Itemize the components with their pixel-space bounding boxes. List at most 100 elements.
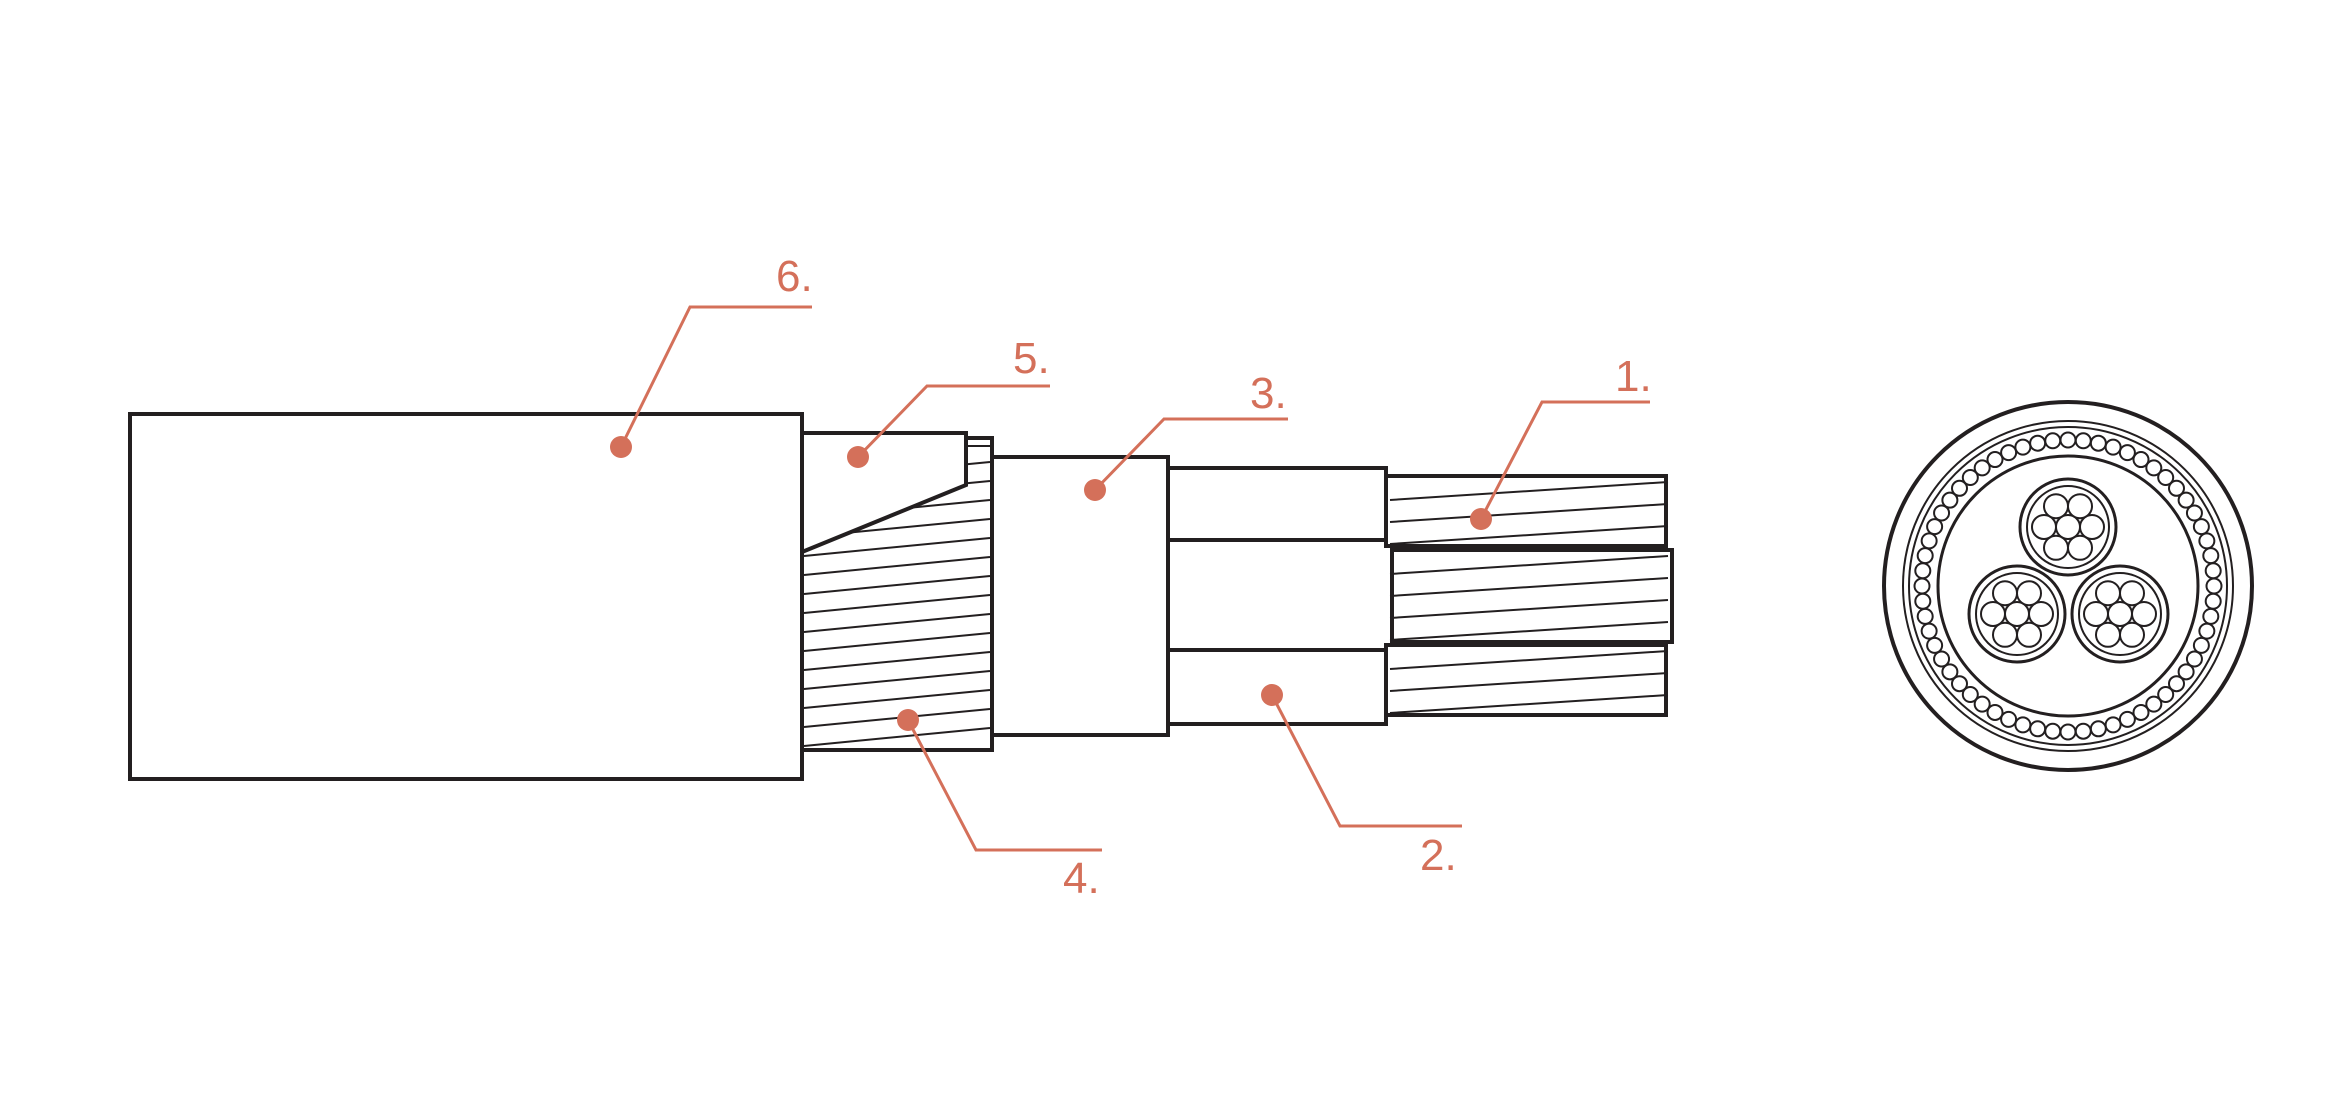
armour-bead bbox=[2132, 451, 2150, 469]
conductor-strand bbox=[1389, 599, 1669, 619]
armour-bead bbox=[1986, 451, 2004, 469]
core-screen bbox=[2026, 485, 2110, 569]
armour-strand bbox=[803, 651, 991, 671]
core-strand bbox=[2031, 514, 2057, 540]
armour-bead bbox=[1941, 663, 1959, 681]
armour-bead bbox=[2192, 636, 2210, 654]
armour-strand bbox=[803, 708, 991, 728]
core-strand bbox=[1992, 621, 2018, 648]
armour-bead bbox=[2145, 459, 2163, 477]
armour-bead bbox=[1961, 685, 1979, 703]
core-strand bbox=[2083, 601, 2109, 627]
conductor-strand bbox=[1389, 672, 1669, 692]
cable-side-view bbox=[128, 412, 1674, 781]
end-view-cores bbox=[1967, 477, 2170, 664]
armour-bead bbox=[1933, 650, 1951, 668]
armour-bead bbox=[2132, 703, 2150, 721]
armour-bead bbox=[2145, 695, 2163, 713]
core-screen bbox=[2078, 572, 2162, 656]
armour-ring-inner bbox=[1908, 426, 2228, 746]
conductor-strand bbox=[1389, 694, 1669, 714]
conductor-strand bbox=[1389, 481, 1669, 501]
conductor-strand bbox=[1389, 621, 1669, 641]
armour-bead bbox=[2118, 444, 2136, 462]
callout-6: 6. bbox=[610, 252, 813, 458]
armour-bead bbox=[1973, 695, 1991, 713]
armour-strand bbox=[803, 727, 991, 747]
core-strand bbox=[2131, 601, 2157, 627]
armour-bead bbox=[1961, 469, 1979, 487]
conductor-strand-lines bbox=[1389, 481, 1669, 714]
armour-bead bbox=[2167, 675, 2185, 693]
armour-bead bbox=[1951, 479, 1969, 497]
core-insulation bbox=[2018, 477, 2118, 577]
armour-bead bbox=[2118, 710, 2136, 728]
core-strand bbox=[2095, 621, 2121, 648]
cable-end-view bbox=[1882, 400, 2254, 772]
conductor-strand bbox=[1389, 650, 1669, 670]
conductor-strand bbox=[1389, 577, 1669, 597]
inner-sheath bbox=[990, 455, 1170, 737]
armour-bead bbox=[2167, 479, 2185, 497]
armour-bead bbox=[1926, 636, 1944, 654]
armour-bead bbox=[2014, 716, 2032, 734]
armour-bead bbox=[1951, 675, 1969, 693]
armour-strand bbox=[803, 670, 991, 690]
armour-bead bbox=[2204, 562, 2222, 580]
armour-bead bbox=[2198, 622, 2216, 640]
core-insulation bbox=[2070, 564, 2170, 664]
core-strand bbox=[2016, 580, 2042, 607]
callout-label-3: 3. bbox=[1250, 369, 1287, 418]
armour-bead bbox=[2000, 444, 2018, 462]
armour-bead bbox=[1920, 532, 1938, 550]
core-strand bbox=[2119, 580, 2145, 607]
stranded-conductors bbox=[1384, 474, 1674, 717]
callout-label-5: 5. bbox=[1013, 334, 1050, 383]
callout-label-4: 4. bbox=[1063, 854, 1100, 903]
outer-sheath bbox=[128, 412, 804, 781]
armour-bead bbox=[1926, 518, 1944, 536]
callout-4: 4. bbox=[897, 709, 1102, 903]
core-strand bbox=[2079, 514, 2105, 540]
conductor-strand bbox=[1389, 525, 1669, 545]
armour-ring-outer bbox=[1902, 420, 2234, 752]
armour-bead bbox=[1973, 459, 1991, 477]
conductor-strand bbox=[1389, 503, 1669, 523]
armour-bead bbox=[2157, 469, 2175, 487]
armour-strand bbox=[803, 537, 991, 557]
armour-strand bbox=[803, 632, 991, 652]
core-strand bbox=[2028, 601, 2054, 627]
armour-bead bbox=[2157, 685, 2175, 703]
armour-bead bbox=[2104, 438, 2122, 456]
callout-3: 3. bbox=[1084, 369, 1288, 501]
callout-5: 5. bbox=[847, 334, 1050, 468]
callout-1: 1. bbox=[1470, 352, 1652, 530]
armour-strand bbox=[803, 689, 991, 709]
armour-bead bbox=[1986, 703, 2004, 721]
core-insulation bbox=[1967, 564, 2067, 664]
core-strand bbox=[2067, 493, 2093, 520]
armour-bead bbox=[1941, 491, 1959, 509]
armour-wire-beads bbox=[1913, 431, 2223, 741]
callout-label-1: 1. bbox=[1615, 352, 1652, 401]
core-strand bbox=[1980, 601, 2006, 627]
armour-strand bbox=[803, 613, 991, 633]
armour-bead bbox=[1933, 504, 1951, 522]
insulated-cores bbox=[1166, 466, 1394, 726]
callout-2: 2. bbox=[1261, 684, 1462, 880]
callout-label-2: 2. bbox=[1420, 831, 1457, 880]
armour-bead bbox=[2177, 663, 2195, 681]
armour-bead bbox=[2185, 504, 2203, 522]
conductor-strand bbox=[1389, 555, 1669, 575]
callout-label-6: 6. bbox=[776, 252, 813, 301]
armour-strand bbox=[803, 594, 991, 614]
armour-bead bbox=[2185, 650, 2203, 668]
armour-bead bbox=[2192, 518, 2210, 536]
armour-bead bbox=[2177, 491, 2195, 509]
armour-strand bbox=[803, 575, 991, 595]
armour-bead bbox=[2000, 710, 2018, 728]
core-strand bbox=[2043, 534, 2069, 561]
armour-strand bbox=[803, 556, 991, 576]
core-screen bbox=[1975, 572, 2059, 656]
